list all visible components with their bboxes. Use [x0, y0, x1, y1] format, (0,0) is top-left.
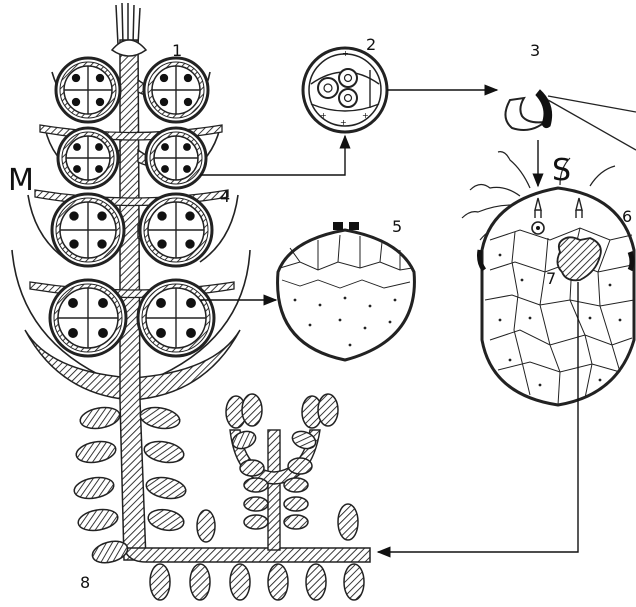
leaflet — [190, 564, 210, 600]
leaflet — [284, 478, 308, 492]
leaflet — [79, 405, 122, 432]
leaflet — [284, 515, 308, 529]
leaflet — [244, 478, 268, 492]
label-M: M — [8, 163, 34, 198]
branch-stem-a — [268, 430, 280, 550]
leaflet — [73, 475, 116, 502]
svg-text:+: + — [362, 111, 369, 120]
leaflet — [288, 458, 312, 474]
sporangium — [144, 58, 208, 122]
leaflet — [75, 439, 118, 466]
svg-text:+: + — [340, 118, 347, 127]
stage-5-cell — [278, 222, 415, 360]
leaflet — [147, 507, 186, 533]
sporangium — [50, 280, 126, 356]
sporangium — [52, 194, 124, 266]
label-3: 3 — [530, 41, 540, 60]
leaflet — [145, 475, 188, 502]
leaflet — [143, 439, 186, 466]
leaflet — [268, 564, 288, 600]
leaflet — [306, 564, 326, 600]
leaflet — [197, 510, 215, 542]
svg-text:+: + — [320, 111, 327, 120]
leaflets-group — [73, 394, 364, 600]
apical-hairs — [116, 3, 140, 45]
arrow-sporangium-to-2 — [200, 136, 345, 175]
leaflet — [318, 394, 338, 426]
sporangium — [58, 128, 118, 188]
sporangium — [138, 280, 214, 356]
gametophore-shoot — [12, 3, 250, 560]
stem-tip — [112, 40, 146, 56]
label-7: 7 — [546, 269, 556, 288]
leaflet — [244, 515, 268, 529]
sporangium — [140, 194, 212, 266]
leaflet — [242, 394, 262, 426]
label-6: 6 — [622, 207, 632, 226]
sporangium — [146, 128, 206, 188]
label-4: 4 — [220, 187, 230, 206]
leaflet — [344, 564, 364, 600]
leaflet — [244, 497, 268, 511]
label-S: S — [552, 153, 571, 188]
sporangium — [56, 58, 120, 122]
leaflet — [284, 497, 308, 511]
label-8: 8 — [80, 573, 90, 592]
label-5: 5 — [392, 217, 402, 236]
leaflet — [77, 507, 120, 534]
leaflet — [139, 405, 182, 432]
leaflet — [338, 504, 358, 540]
svg-text:+: + — [342, 49, 349, 58]
leaflet — [150, 564, 170, 600]
leaflet — [230, 564, 250, 600]
stage-2-sporangium-section: + + + + — [303, 48, 387, 132]
stage-3-spore — [505, 90, 636, 150]
label-2: 2 — [366, 35, 376, 54]
rhizome — [124, 548, 370, 562]
leaflet — [240, 460, 264, 476]
label-1: 1 — [172, 41, 182, 60]
